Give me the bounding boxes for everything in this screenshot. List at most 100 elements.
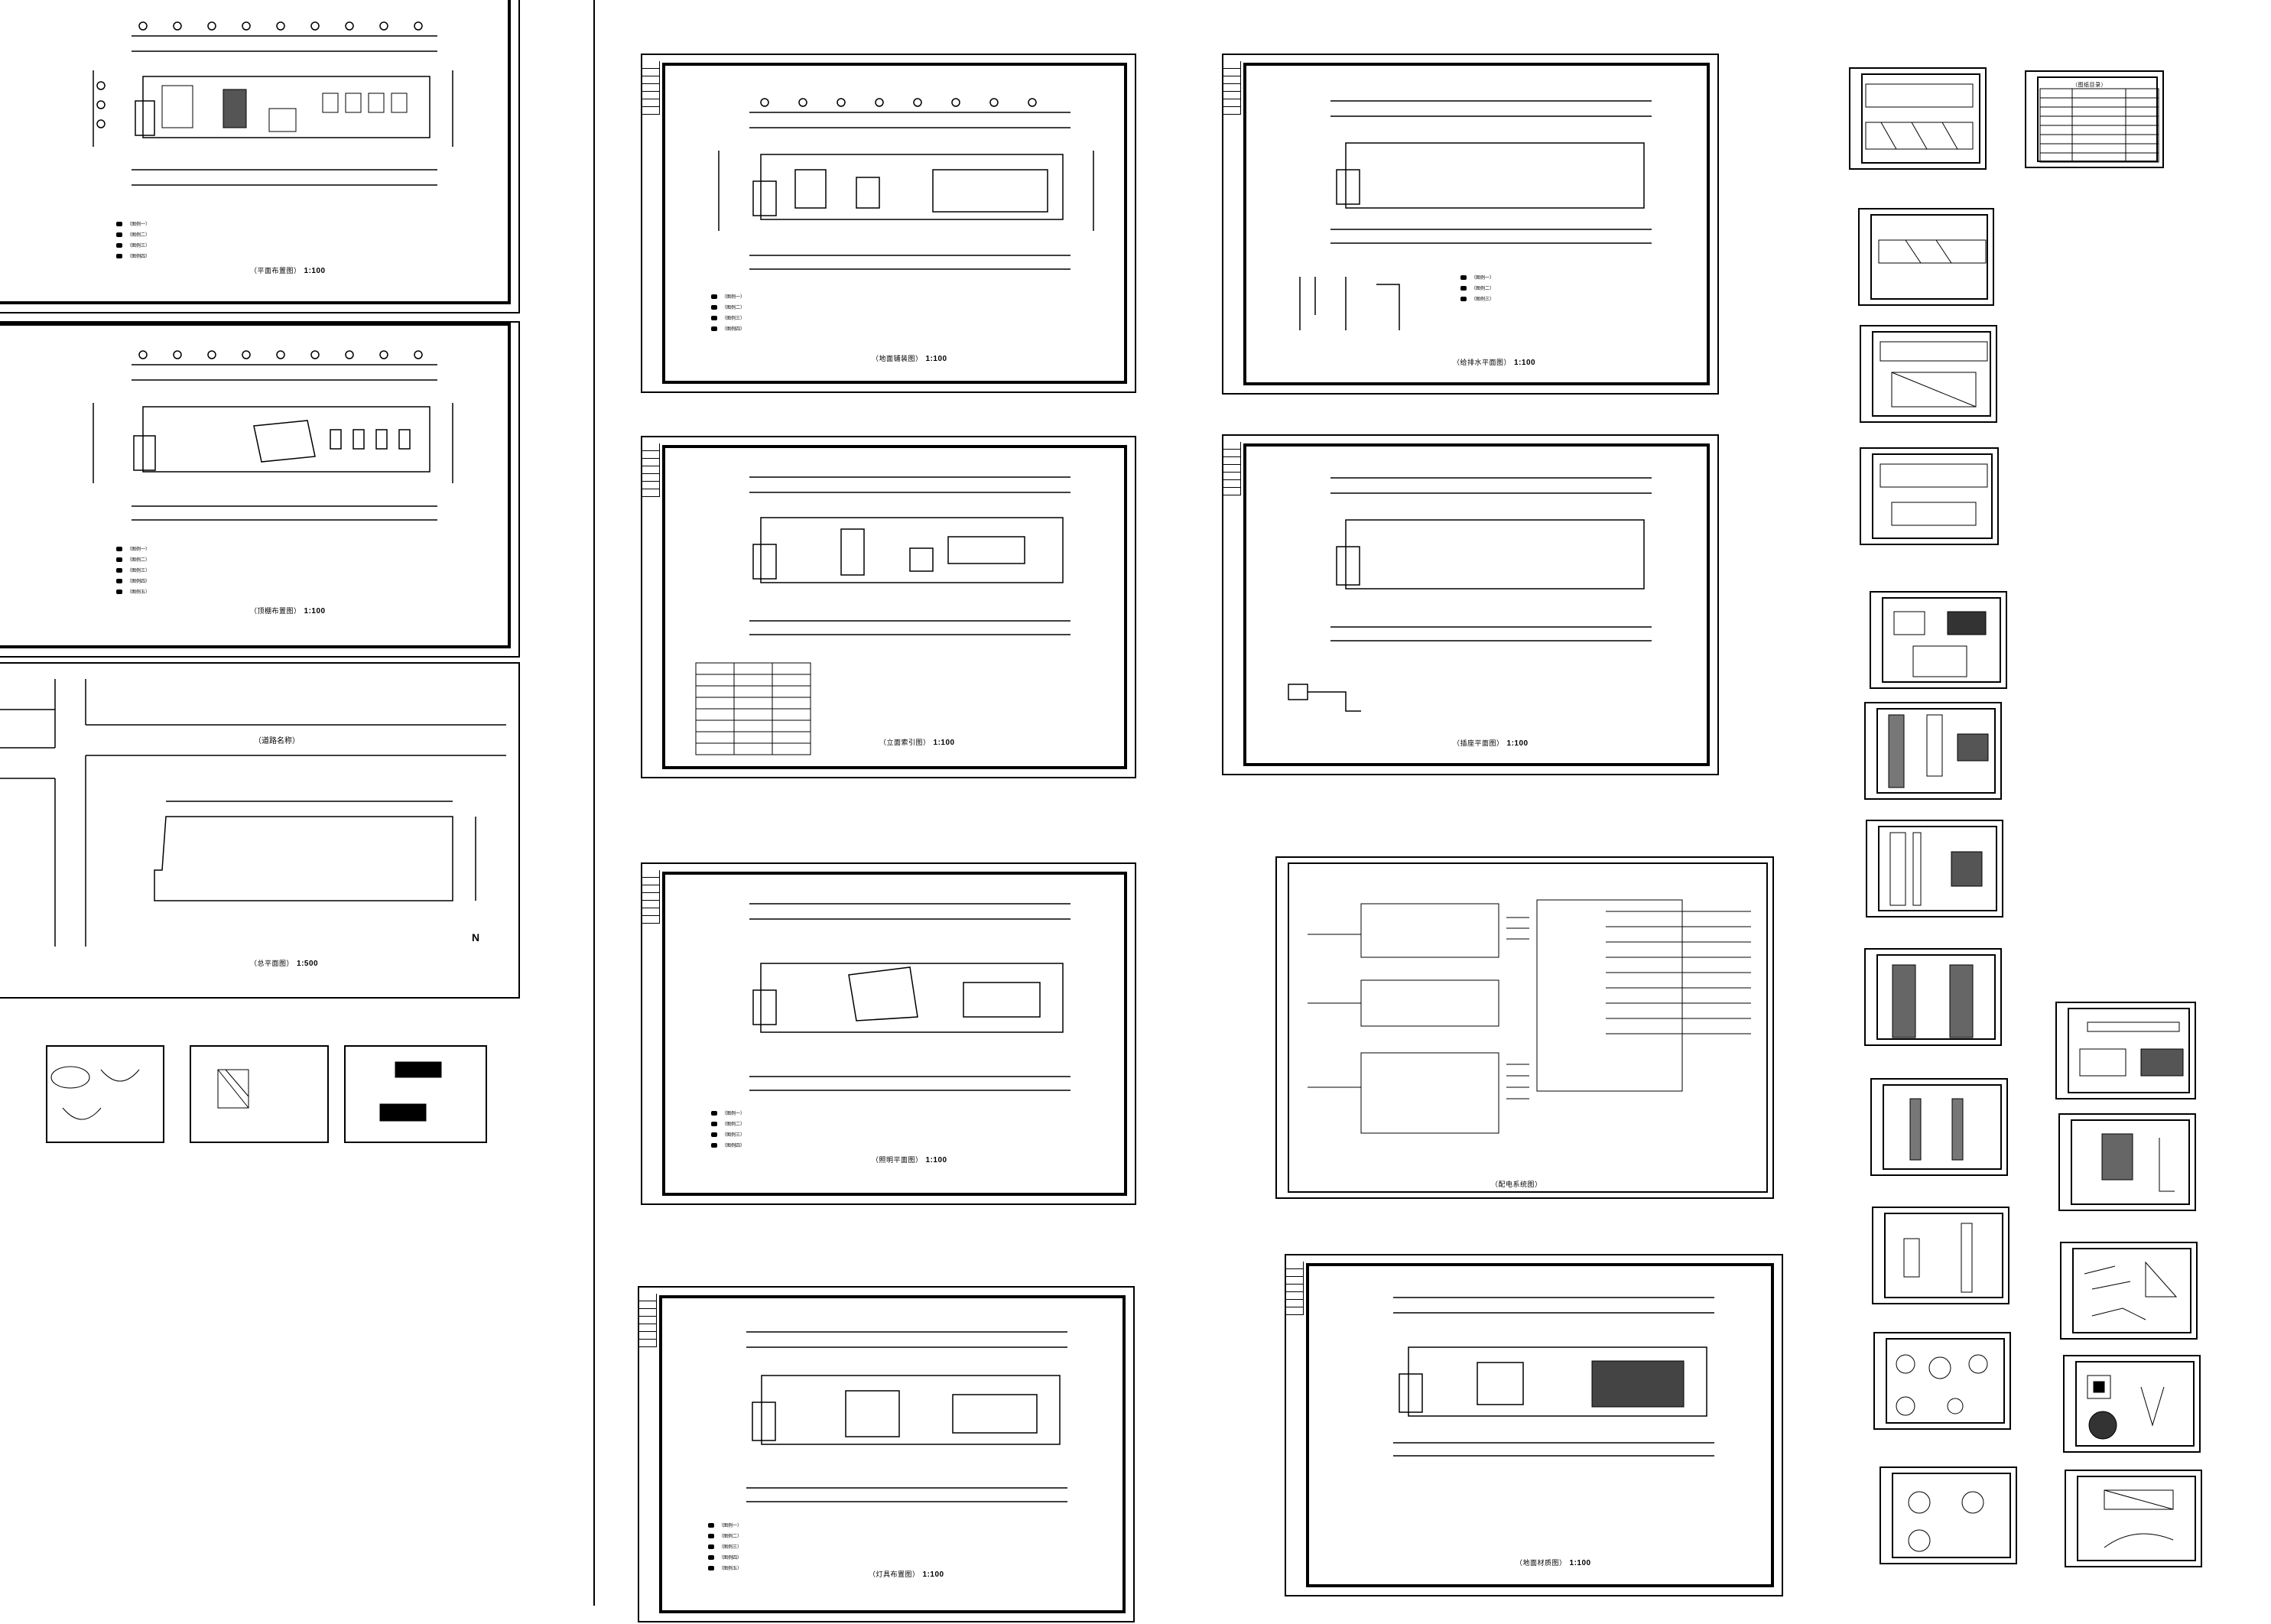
- legend-item: （图例一）: [711, 1109, 745, 1119]
- drawing-sheet-plan-top-left[interactable]: （图例一） （图例二） （图例三） （图例四） （平面布置图）1:100: [0, 0, 520, 313]
- detail-drawing: [1903, 1223, 1973, 1293]
- drawing-sheet-floor-d[interactable]: （图例一） （图例二） （图例三） （图例四） （图例五） （灯具布置图）1:1…: [638, 1286, 1135, 1622]
- detail-sheet[interactable]: [1880, 1466, 2017, 1564]
- legend-item: （图例三）: [711, 1130, 745, 1141]
- legend-symbol-icon: [116, 547, 122, 552]
- legend-list: （图例一） （图例二） （图例三） （图例四） （图例五）: [116, 544, 150, 598]
- wiring-diagram-drawing: [1308, 899, 1751, 1134]
- detail-sheet[interactable]: [1866, 820, 2003, 918]
- detail-drawing: [1896, 1354, 1988, 1416]
- detail-drawing: [1908, 1491, 1984, 1552]
- title-block: [1223, 442, 1241, 495]
- legend-item: （图例三）: [711, 313, 745, 324]
- ceiling-plan-drawing: [93, 350, 453, 521]
- floor-plan-drawing: [718, 98, 1094, 270]
- sheet-title: （配电系统图）: [1491, 1181, 1542, 1188]
- sheet-title: （地面材质图）1:100: [1516, 1559, 1591, 1567]
- legend-list: （图例一） （图例二） （图例三） （图例四）: [116, 219, 150, 262]
- legend-symbol-icon: [116, 568, 122, 573]
- legend-symbol-icon: [708, 1523, 714, 1528]
- legend-symbol-icon: [116, 232, 122, 238]
- drawing-sheet-site-plan[interactable]: （道路名称） N （总平面图）1:500: [0, 662, 520, 999]
- legend-item: （图例二）: [116, 230, 150, 241]
- detail-drawing: [1878, 239, 1987, 264]
- detail-sheet[interactable]: [46, 1045, 164, 1143]
- detail-drawing: [2087, 1375, 2165, 1440]
- detail-drawing: [2101, 1133, 2175, 1192]
- drawing-sheet-plan-mid-left[interactable]: （图例一） （图例二） （图例三） （图例四） （图例五） （顶棚布置图）1:1…: [0, 321, 520, 658]
- legend-symbol-icon: [708, 1555, 714, 1561]
- sheet-title: （平面布置图）1:100: [250, 267, 326, 275]
- legend-item: （图例二）: [116, 555, 150, 566]
- legend-symbol-icon: [1460, 286, 1467, 291]
- sheet-title: （顶棚布置图）1:100: [250, 607, 326, 615]
- detail-sheet[interactable]: [1860, 325, 1997, 423]
- detail-sheet[interactable]: [2058, 1113, 2196, 1211]
- detail-sheet[interactable]: [2063, 1355, 2201, 1453]
- sheet-title: （地面铺装图）1:100: [872, 355, 947, 363]
- legend-item: （图例四）: [116, 252, 150, 262]
- detail-sheet[interactable]: [1870, 591, 2007, 689]
- legend-item: （图例三）: [708, 1542, 742, 1553]
- legend-symbol-icon: [711, 316, 717, 321]
- floor-plan-drawing: [93, 21, 453, 186]
- detail-sheet[interactable]: [1860, 447, 1999, 545]
- legend-item: （图例五）: [116, 587, 150, 598]
- sheet-title: （立面索引图）1:100: [879, 739, 955, 747]
- floor-plan-drawing: [746, 1331, 1067, 1502]
- legend-item: （图例一）: [116, 219, 150, 230]
- detail-sheet[interactable]: [344, 1045, 487, 1143]
- detail-sheet[interactable]: [1870, 1078, 2008, 1176]
- detail-sheet[interactable]: [1872, 1207, 2009, 1304]
- floor-plan-drawing: [749, 903, 1071, 1091]
- sheet-title: （给排水平面图）1:100: [1453, 359, 1536, 367]
- detail-drawing: [217, 1069, 249, 1109]
- drawing-sheet-plumbing[interactable]: （图例一） （图例二） （图例三） （给排水平面图）1:100: [1222, 54, 1719, 395]
- detail-sheet[interactable]: [1864, 702, 2002, 800]
- index-table-sheet[interactable]: （图纸目录）: [2025, 70, 2164, 168]
- detail-drawing: [1865, 83, 1974, 150]
- legend-symbol-icon: [116, 590, 122, 595]
- legend-symbol-icon: [711, 1122, 717, 1127]
- legend-item: （图例三）: [116, 241, 150, 252]
- sheet-title: （灯具布置图）1:100: [869, 1570, 944, 1579]
- title-block: [1223, 61, 1241, 115]
- detail-sheet[interactable]: [1858, 208, 1994, 306]
- legend-symbol-icon: [116, 254, 122, 259]
- detail-drawing: [2084, 1261, 2178, 1320]
- detail-drawing: [50, 1066, 140, 1120]
- detail-sheet[interactable]: [2065, 1470, 2202, 1567]
- detail-sheet[interactable]: [1864, 948, 2002, 1046]
- detail-sheet[interactable]: [1849, 67, 1987, 170]
- legend-symbol-icon: [711, 326, 717, 332]
- legend-symbol-icon: [711, 1111, 717, 1116]
- legend-symbol-icon: [708, 1534, 714, 1539]
- drawing-sheet-floor-a[interactable]: （图例一） （图例二） （图例三） （图例四） （地面铺装图）1:100: [641, 54, 1136, 393]
- title-block: [642, 870, 660, 924]
- legend-symbol-icon: [708, 1544, 714, 1550]
- drawing-sheet-floor-material[interactable]: （地面材质图）1:100: [1285, 1254, 1783, 1596]
- detail-sheet[interactable]: [2060, 1242, 2198, 1340]
- detail-sheet[interactable]: [190, 1045, 329, 1143]
- legend-item: （图例一）: [116, 544, 150, 555]
- title-block: [642, 443, 660, 497]
- legend-symbol-icon: [1460, 297, 1467, 302]
- detail-drawing: [1880, 463, 1988, 526]
- drawing-sheet-wiring-diagram[interactable]: （配电系统图）: [1275, 856, 1774, 1199]
- legend-list: （图例一） （图例二） （图例三） （图例四）: [711, 1109, 745, 1151]
- drawing-sheet-floor-c[interactable]: （图例一） （图例二） （图例三） （图例四） （照明平面图）1:100: [641, 862, 1136, 1205]
- drawing-sheet-socket[interactable]: （插座平面图）1:100: [1222, 434, 1719, 775]
- index-table-drawing: [2039, 88, 2159, 163]
- legend-symbol-icon: [116, 243, 122, 248]
- drawing-sheet-floor-b[interactable]: （立面索引图）1:100: [641, 436, 1136, 778]
- legend-item: （图例一）: [711, 292, 745, 303]
- detail-drawing: [2104, 1489, 2174, 1548]
- legend-item: （图例四）: [711, 324, 745, 335]
- north-arrow-icon: N: [472, 931, 480, 944]
- legend-symbol-icon: [116, 579, 122, 584]
- street-label: （道路名称）: [254, 737, 300, 745]
- legend-item: （图例三）: [1460, 294, 1494, 305]
- detail-sheet[interactable]: [2055, 1002, 2196, 1099]
- legend-item: （图例四）: [711, 1141, 745, 1151]
- detail-sheet[interactable]: [1873, 1332, 2011, 1430]
